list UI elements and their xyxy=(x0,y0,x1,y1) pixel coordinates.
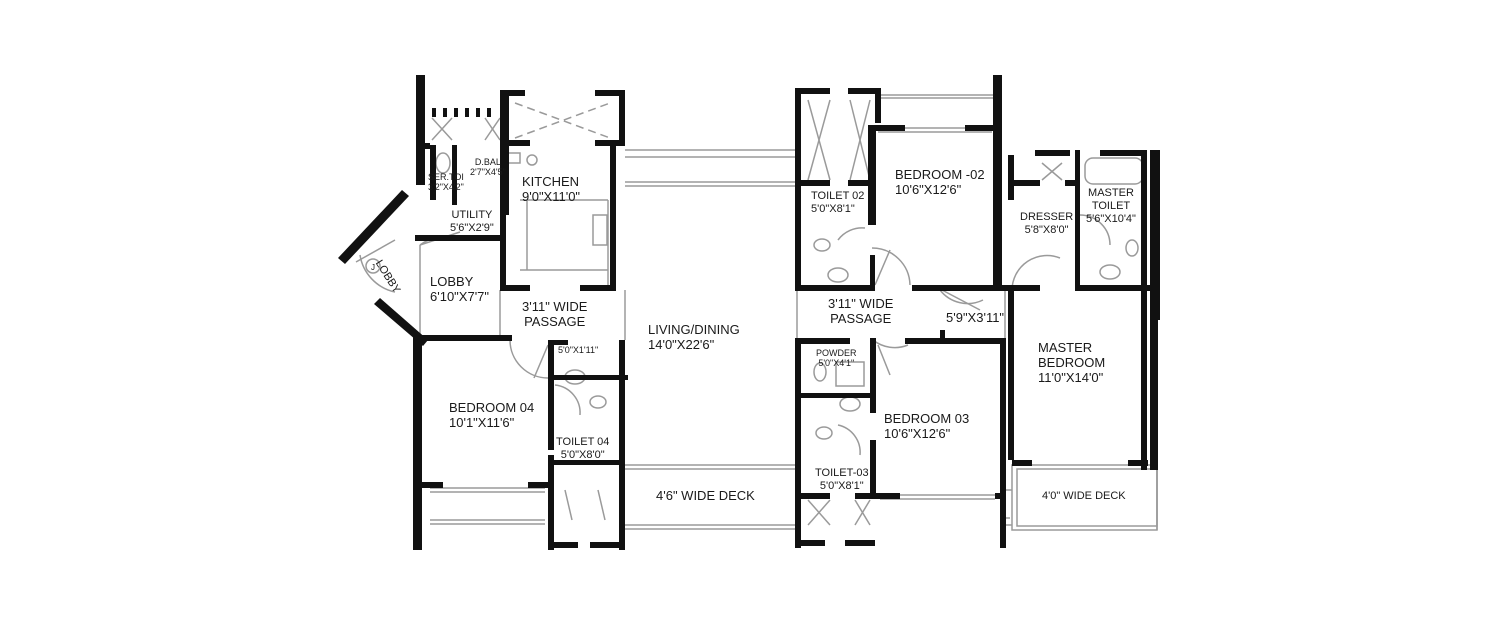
walls xyxy=(338,75,1160,550)
room-label-powder: POWDER 5'0"X4'1" xyxy=(816,348,857,368)
room-label-toilet-04: TOILET 04 5'0"X8'0" xyxy=(556,436,609,462)
room-name: BEDROOM -02 xyxy=(895,167,985,182)
room-name: DRESSER xyxy=(1020,211,1074,223)
room-size: 10'6"X12'6" xyxy=(884,426,951,441)
room-label-deck-right: 4'0" WIDE DECK xyxy=(1042,490,1126,503)
room-name-2: BEDROOM xyxy=(1038,355,1106,370)
room-size: 5'6"X10'4" xyxy=(1086,213,1136,225)
room-size: 5'0"X8'1" xyxy=(819,480,864,492)
room-name: BEDROOM 04 xyxy=(449,400,535,415)
room-name: MASTER xyxy=(1038,340,1093,355)
room-label-utility: UTILITY 5'6"X2'9" xyxy=(450,209,494,235)
room-size: 6'10"X7'7" xyxy=(430,289,490,304)
room-label-living-dining: LIVING/DINING 14'0"X22'6" xyxy=(648,322,740,352)
room-name: D.BAL xyxy=(474,157,501,167)
room-size: 9'0"X11'0" xyxy=(522,189,581,204)
room-name: BEDROOM 03 xyxy=(884,411,970,426)
room-label-dry-balcony: D.BAL 2'7"X4'5" xyxy=(470,157,506,177)
deck-name: 4'6" WIDE DECK xyxy=(656,488,755,503)
room-label-master-bedroom: MASTER BEDROOM 11'0"X14'0" xyxy=(1038,340,1105,385)
room-size: 3'2"X4'2" xyxy=(428,182,464,192)
passage-name: PASSAGE xyxy=(524,314,586,329)
room-label-bedroom-02: BEDROOM -02 10'6"X12'6" xyxy=(895,167,985,197)
room-label-bedroom-03: BEDROOM 03 10'6"X12'6" xyxy=(884,411,969,441)
passage-width: 3'11" WIDE xyxy=(522,299,588,314)
room-name: LIVING/DINING xyxy=(648,322,740,337)
room-size: 5'9"X3'11" xyxy=(946,310,1005,325)
room-label-lobby: LOBBY 6'10"X7'7" xyxy=(430,274,489,304)
room-name-2: TOILET xyxy=(1091,200,1131,212)
room-name: TOILET 04 xyxy=(556,436,610,448)
room-label-toilet-02: TOILET 02 5'0"X8'1" xyxy=(811,190,864,216)
room-size: 10'6"X12'6" xyxy=(895,182,962,197)
room-name: UTILITY xyxy=(451,209,493,221)
room-label-bedroom-04: BEDROOM 04 10'1"X11'6" xyxy=(449,400,534,430)
room-size: 5'0"X8'1" xyxy=(811,203,855,215)
room-label-passage-right: 3'11" WIDE PASSAGE xyxy=(828,296,893,326)
room-size: 10'1"X11'6" xyxy=(449,415,515,430)
passage-name: PASSAGE xyxy=(830,311,892,326)
room-size: 2'7"X4'5" xyxy=(470,167,506,177)
room-size: 5'0"X1'11" xyxy=(558,345,599,355)
room-name: TOILET 02 xyxy=(811,190,865,202)
room-name: TOILET-03 xyxy=(815,467,869,479)
room-label-service-toilet: SER.TOI 3'2"X4'2" xyxy=(428,172,464,192)
room-name: POWDER xyxy=(816,348,857,358)
room-label-passage-left: 3'11" WIDE PASSAGE xyxy=(522,299,587,329)
room-name: KITCHEN xyxy=(522,174,580,189)
room-label-store: 5'0"X1'11" xyxy=(558,345,598,355)
room-size: 11'0"X14'0" xyxy=(1038,370,1104,385)
deck-name: 4'0" WIDE DECK xyxy=(1042,490,1126,502)
room-size: 14'0"X22'6" xyxy=(648,337,715,352)
passage-width: 3'11" WIDE xyxy=(828,296,894,311)
room-name: MASTER xyxy=(1088,187,1134,199)
room-name: SER.TOI xyxy=(428,172,464,182)
room-name: LOBBY xyxy=(430,274,474,289)
room-size: 5'8"X8'0" xyxy=(1024,224,1069,236)
room-label-master-toilet: MASTER TOILET 5'6"X10'4" xyxy=(1086,187,1136,226)
svg-text:J: J xyxy=(371,263,375,272)
room-size: 5'0"X8'0" xyxy=(560,449,605,461)
room-size: 5'0"X4'1" xyxy=(818,358,855,368)
room-label-toilet-03: TOILET-03 5'0"X8'1" xyxy=(815,467,869,493)
room-size: 5'6"X2'9" xyxy=(450,222,494,234)
room-label-kitchen: KITCHEN 9'0"X11'0" xyxy=(522,174,580,204)
room-label-deck-left: 4'6" WIDE DECK xyxy=(656,488,755,503)
room-label-dresser: DRESSER 5'8"X8'0" xyxy=(1020,211,1073,237)
room-label-passage-small: 5'9"X3'11" xyxy=(946,310,1004,325)
